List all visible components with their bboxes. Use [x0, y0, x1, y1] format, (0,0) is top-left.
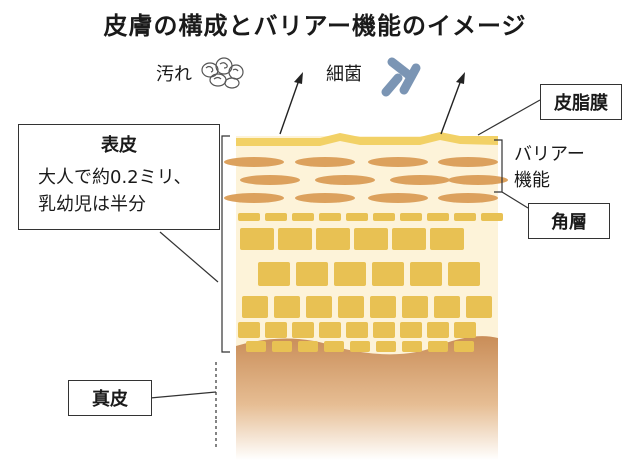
epidermal-cell [319, 322, 341, 338]
epidermal-cell [354, 228, 388, 250]
epidermis-label: 表皮 [18, 124, 220, 230]
sebum-film-label: 皮脂膜 [540, 84, 622, 120]
bacteria-icon [381, 57, 421, 97]
epidermal-cell [400, 322, 422, 338]
epidermal-cell [454, 213, 476, 221]
epidermal-cell [334, 262, 366, 286]
epidermis-note-line1: 大人で約0.2ミリ、 [38, 167, 192, 188]
barrier-function-label-line2: 機能 [514, 170, 550, 191]
cell-layer [238, 213, 503, 352]
epidermal-cell [265, 322, 287, 338]
epidermal-cell [296, 262, 328, 286]
epidermal-cell [402, 341, 422, 352]
corneum-cell [390, 175, 450, 185]
epidermal-cell [350, 341, 370, 352]
epidermal-cell [324, 341, 344, 352]
epidermal-cell [265, 213, 287, 221]
dermis-label-text: 真皮 [92, 389, 128, 410]
epidermal-cell [278, 228, 312, 250]
epidermal-cell [346, 322, 368, 338]
epidermal-cell [376, 341, 396, 352]
sebum-film [236, 132, 498, 146]
epidermal-cell [427, 322, 449, 338]
corneum-cell [295, 193, 355, 203]
page-title: 皮膚の構成とバリアー機能のイメージ [103, 12, 527, 40]
epidermal-cell [410, 262, 442, 286]
leader-lines [149, 99, 541, 448]
epidermal-cell [238, 322, 260, 338]
epidermal-cell [242, 296, 268, 318]
epidermal-cell [454, 322, 476, 338]
epidermal-cell [316, 228, 350, 250]
corneum-cell [368, 193, 428, 203]
epidermal-cell [258, 262, 290, 286]
epidermal-cell [274, 296, 300, 318]
epidermal-cell [427, 213, 449, 221]
epidermal-cell [298, 341, 318, 352]
epidermal-cell [272, 341, 292, 352]
epidermal-cell [448, 262, 480, 286]
bacteria-label: 細菌 [326, 64, 362, 85]
epidermis-note-line2: 乳幼児は半分 [38, 194, 146, 215]
epidermal-cell [400, 213, 422, 221]
corneum-cell [224, 157, 284, 167]
epidermal-cell [430, 228, 464, 250]
corneum-cell [315, 175, 375, 185]
corneum-cell [295, 157, 355, 167]
epidermis-label-text: 表皮 [101, 135, 137, 156]
epidermal-cell [466, 296, 492, 318]
dermis-layer [236, 336, 498, 460]
dirt-icon [201, 57, 244, 89]
stratum-corneum-label-text: 角層 [551, 212, 587, 233]
corneum-cell [368, 157, 428, 167]
epidermal-cell [346, 213, 368, 221]
epidermal-cell [373, 322, 395, 338]
epidermal-cell [292, 213, 314, 221]
epidermal-cell [392, 228, 426, 250]
epidermal-cell [306, 296, 332, 318]
epidermal-cell [292, 322, 314, 338]
epidermal-cell [454, 341, 474, 352]
epidermal-cell [402, 296, 428, 318]
arrowheads [294, 72, 465, 84]
epidermal-cell [238, 213, 260, 221]
barrier-function-label-line1: バリアー [514, 144, 585, 165]
epidermal-cell [434, 296, 460, 318]
epidermal-cell [481, 213, 503, 221]
corneum-cell [438, 157, 498, 167]
arrows [279, 79, 462, 135]
corneum-cell [448, 175, 508, 185]
dirt-label: 汚れ [156, 64, 192, 85]
stratum-corneum-label: 角層 [528, 203, 610, 239]
dermis-label: 真皮 [68, 380, 152, 416]
corneum-cell [438, 193, 498, 203]
epidermal-cell [373, 213, 395, 221]
epidermal-cell [372, 262, 404, 286]
corneum-cell [224, 193, 284, 203]
epidermal-cell [319, 213, 341, 221]
stratum-corneum-layer [224, 157, 508, 203]
epidermal-cell [370, 296, 396, 318]
corneum-cell [240, 175, 300, 185]
sebum-film-label-text: 皮脂膜 [554, 93, 608, 114]
epidermal-cell [338, 296, 364, 318]
epidermal-cell [246, 341, 266, 352]
epidermal-cell [428, 341, 448, 352]
epidermal-cell [240, 228, 274, 250]
